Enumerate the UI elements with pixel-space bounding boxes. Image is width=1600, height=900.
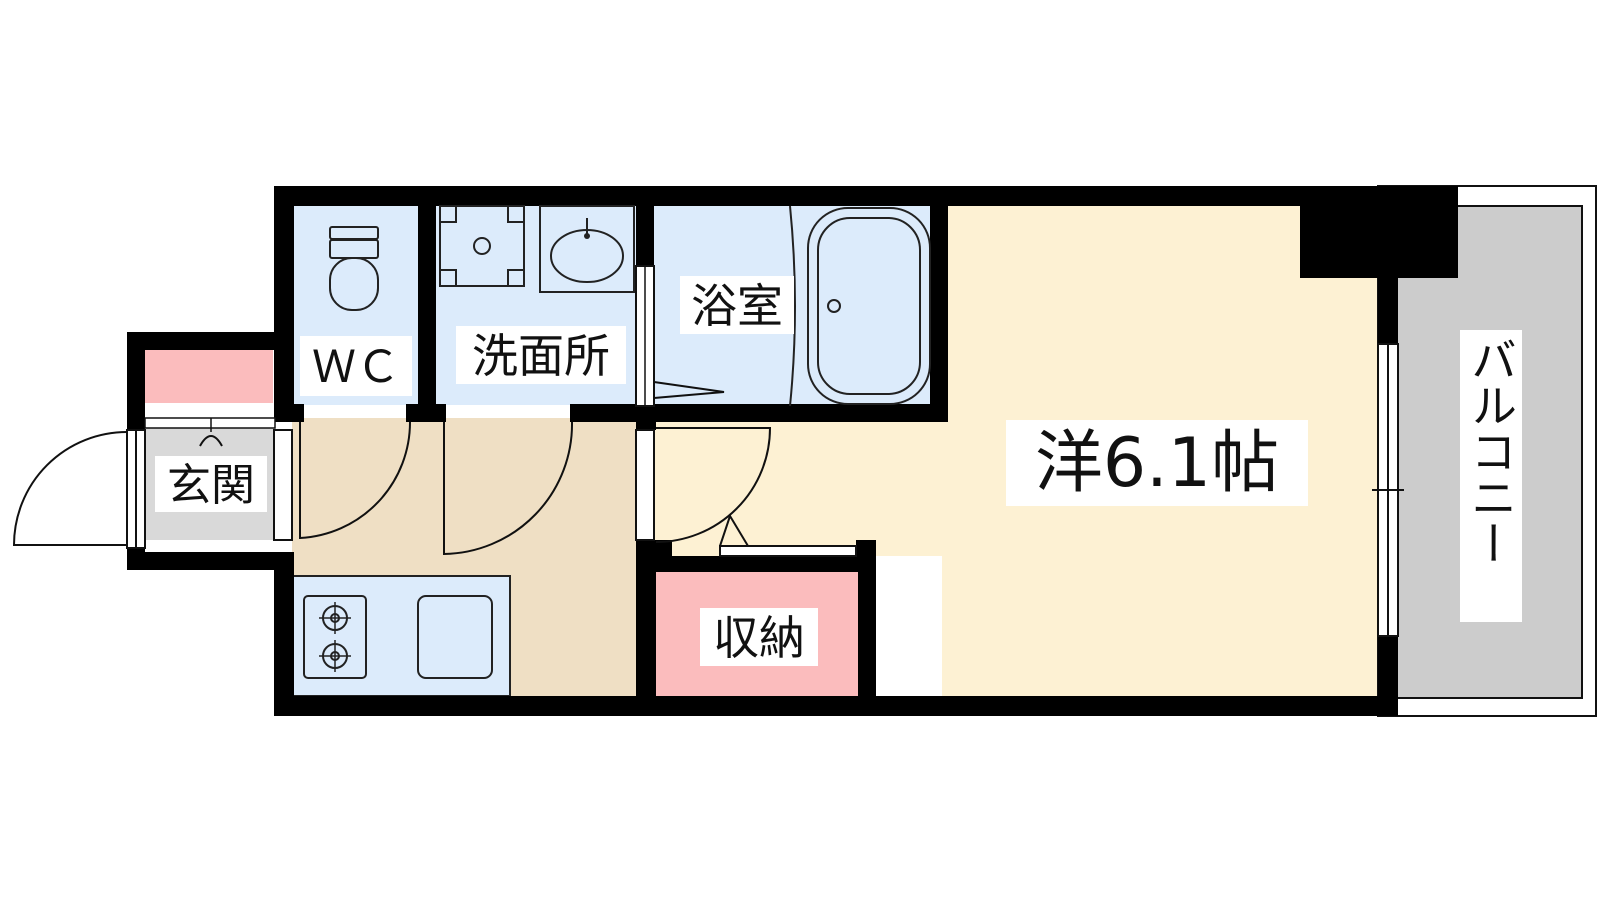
entrance-label: 玄関 [167, 460, 255, 511]
western-room-label-bg [1006, 420, 1308, 506]
window-icon [1372, 343, 1404, 637]
bathroom-label-bg [680, 276, 794, 334]
storage-door-slot [719, 545, 857, 557]
kitchen-sink-icon [417, 595, 493, 679]
entrance-door-frame [126, 417, 293, 549]
entrance-label-bg [155, 456, 267, 512]
balcony-label-bg [1460, 330, 1522, 622]
hall-floor [655, 418, 945, 556]
western-room-label: 洋6.1帖 [1035, 424, 1279, 503]
washroom-label-bg [456, 326, 626, 384]
balcony-label: バルコニー [1464, 336, 1518, 566]
washing-machine-icon [439, 205, 525, 287]
bathtub-icon [789, 205, 931, 407]
toilet-label-bg [300, 336, 412, 396]
wash-basin-icon [539, 205, 635, 293]
gas-stove-icon [303, 595, 367, 679]
washroom-label: 洗面所 [472, 329, 610, 383]
entrance-storage-floor [145, 349, 273, 403]
storage-label: 収納 [713, 611, 805, 665]
toilet-icon [329, 226, 379, 311]
door-icon [12, 381, 772, 556]
bath-door-frame [635, 265, 655, 541]
bathroom-label: 浴室 [691, 279, 783, 333]
storage-label-bg [700, 608, 818, 666]
toilet-label: ＷＣ [312, 342, 400, 393]
walls [127, 186, 1458, 716]
